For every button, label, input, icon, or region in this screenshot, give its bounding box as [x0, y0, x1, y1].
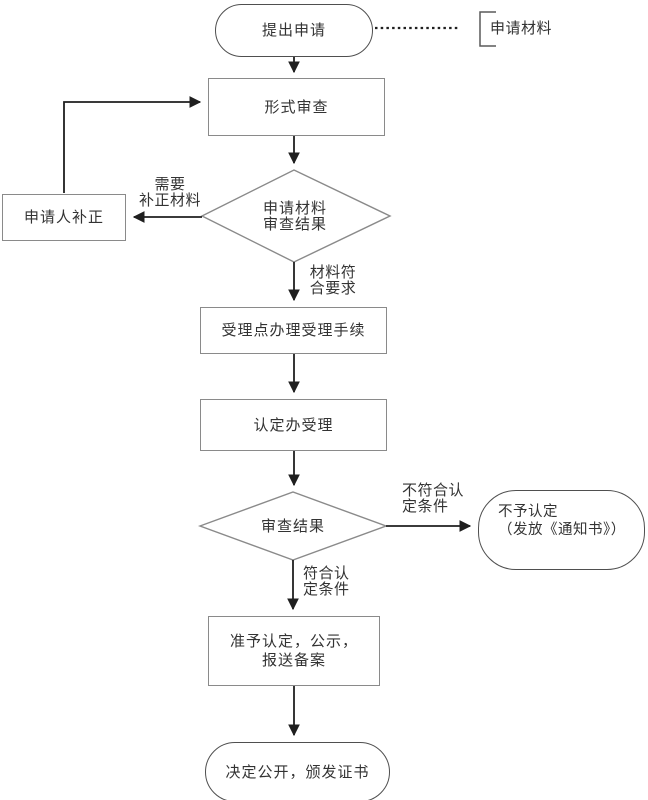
edge-label-material-ok: 材料符 合要求: [309, 263, 357, 298]
node-acceptance-point-label: 受理点办理受理手续: [221, 321, 366, 340]
edge-label-meet: 符合认 定条件: [303, 564, 350, 599]
diamond-material-decision: [200, 169, 392, 263]
node-formal-review: 形式审查: [208, 78, 385, 136]
node-acceptance-office: 认定办受理: [200, 399, 387, 451]
node-formal-review-label: 形式审查: [264, 97, 329, 116]
node-applicant-correction-label: 申请人补正: [23, 208, 104, 227]
node-not-approved-label: 不予认定 （发放《通知书》）: [498, 504, 626, 539]
node-start-label: 提出申请: [261, 21, 326, 40]
annotation-bracket: [479, 11, 496, 47]
node-approved: 准予认定，公示， 报送备案: [208, 616, 380, 686]
node-review-decision-label: 审查结果: [260, 516, 325, 535]
node-approved-label: 准予认定，公示， 报送备案: [229, 632, 358, 669]
annotation-application-materials: 申请材料: [490, 19, 553, 37]
node-start: 提出申请: [215, 4, 373, 57]
node-material-decision-label: 申请材料 审查结果: [262, 198, 327, 233]
node-acceptance-office-label: 认定办受理: [253, 415, 334, 434]
edge-label-need-correction: 需要 补正材料: [138, 175, 201, 210]
node-applicant-correction: 申请人补正: [2, 194, 126, 241]
node-acceptance-point: 受理点办理受理手续: [200, 307, 387, 354]
node-final: 决定公开，颁发证书: [205, 742, 390, 800]
node-final-label: 决定公开，颁发证书: [225, 762, 370, 781]
edge-label-not-meet: 不符合认 定条件: [402, 481, 465, 516]
node-not-approved: 不予认定 （发放《通知书》）: [478, 490, 645, 570]
edge-correction-to-formal-review: [63, 96, 202, 193]
